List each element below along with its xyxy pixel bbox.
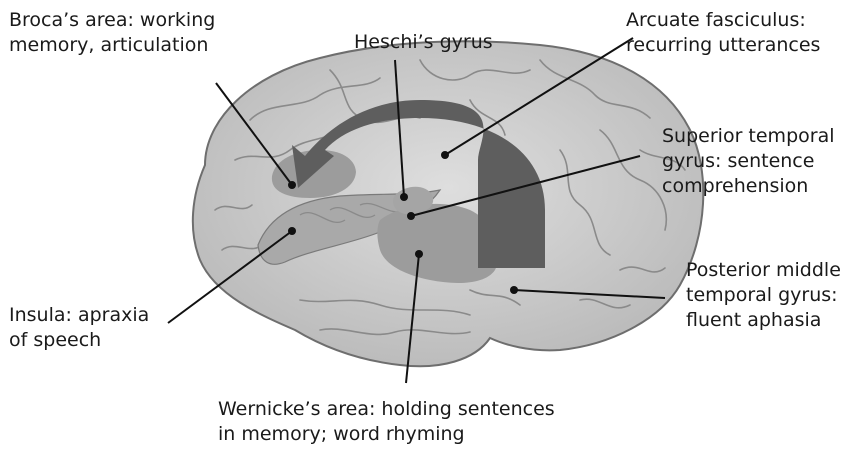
- dot-wernicke: [415, 250, 423, 258]
- label-superior-temporal: Superior temporal gyrus: sentence compre…: [662, 124, 834, 199]
- label-superior-temporal-line-2: gyrus: sentence: [662, 149, 834, 174]
- dot-broca: [288, 181, 296, 189]
- label-superior-temporal-line-3: comprehension: [662, 174, 834, 199]
- label-broca-line-2: memory, articulation: [9, 33, 215, 58]
- label-heschl: Heschi’s gyrus: [354, 30, 493, 55]
- label-wernicke: Wernicke’s area: holding sentences in me…: [218, 397, 555, 447]
- label-insula: Insula: apraxia of speech: [9, 303, 149, 353]
- label-insula-line-1: Insula: apraxia: [9, 303, 149, 328]
- brain-outline: [193, 41, 703, 366]
- label-heschl-line-1: Heschi’s gyrus: [354, 30, 493, 55]
- label-broca-line-1: Broca’s area: working: [9, 8, 215, 33]
- label-posterior-middle: Posterior middle temporal gyrus: fluent …: [686, 258, 841, 333]
- dot-arcuate: [441, 151, 449, 159]
- label-arcuate: Arcuate fasciculus: recurring utterances: [626, 8, 820, 58]
- label-insula-line-2: of speech: [9, 328, 149, 353]
- label-posterior-middle-line-3: fluent aphasia: [686, 308, 841, 333]
- label-broca: Broca’s area: working memory, articulati…: [9, 8, 215, 58]
- label-arcuate-line-1: Arcuate fasciculus:: [626, 8, 820, 33]
- dot-insula: [288, 227, 296, 235]
- dot-superior-temporal: [407, 212, 415, 220]
- label-superior-temporal-line-1: Superior temporal: [662, 124, 834, 149]
- label-arcuate-line-2: recurring utterances: [626, 33, 820, 58]
- label-posterior-middle-line-2: temporal gyrus:: [686, 283, 841, 308]
- label-wernicke-line-2: in memory; word rhyming: [218, 422, 555, 447]
- dot-heschl: [400, 193, 408, 201]
- label-posterior-middle-line-1: Posterior middle: [686, 258, 841, 283]
- dot-posterior-middle: [510, 286, 518, 294]
- label-wernicke-line-1: Wernicke’s area: holding sentences: [218, 397, 555, 422]
